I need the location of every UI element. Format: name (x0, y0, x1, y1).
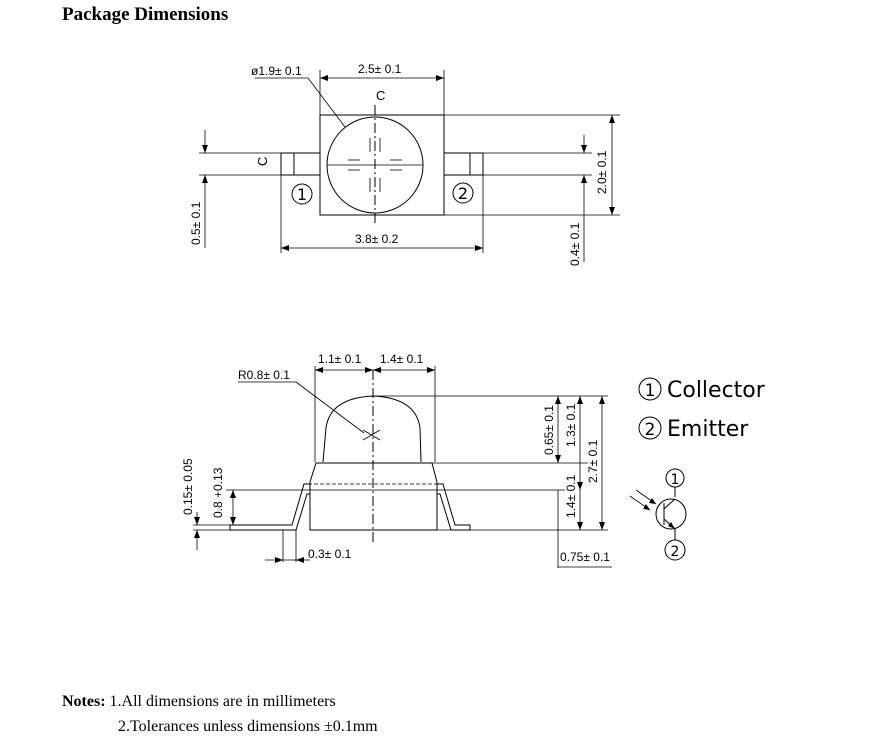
dome-height-dim: 0.65± 0.1 (542, 405, 556, 455)
total-height-dim: 2.7± 0.1 (586, 439, 600, 483)
page-title: Package Dimensions (62, 4, 229, 25)
note-line-2: 2.Tolerances unless dimensions ±0.1mm (118, 718, 378, 735)
legend-collector-label: Collector (667, 378, 766, 403)
diameter-dim: ø1.9± 0.1 (251, 64, 302, 78)
lead-offset-dim: 0.4± 0.1 (568, 222, 582, 266)
note-line-1: 1.All dimensions are in millimeters (105, 693, 336, 710)
lead-foot-dim: 0.3± 0.1 (308, 547, 352, 561)
lead-width-dim: 0.5± 0.1 (189, 201, 203, 245)
pin1-number: 1 (297, 185, 307, 204)
side-view: R0.8± 0.1 1.1± 0.1 1.4± 0.1 0.65± 0.1 1.… (181, 352, 612, 568)
lead-thickness-dim: 0.15± 0.05 (181, 458, 195, 515)
overall-length-dim: 3.8± 0.2 (355, 232, 399, 246)
pin-legend: 1 Collector 2 Emitter (638, 377, 766, 442)
radius-dim: R0.8± 0.1 (238, 368, 290, 382)
centerline-mark-side: C (255, 157, 270, 166)
pin2-number: 2 (458, 184, 468, 203)
lower-height-dim: 1.4± 0.1 (564, 474, 578, 518)
foot-length-dim: 0.75± 0.1 (560, 550, 610, 564)
upper-height-dim: 1.3± 0.1 (564, 403, 578, 447)
body-height-dim: 2.0± 0.1 (595, 150, 609, 194)
phototransistor-symbol: 1 2 (629, 468, 687, 561)
right-half-dim: 1.4± 0.1 (380, 352, 424, 366)
symbol-pin1-number: 1 (671, 472, 680, 488)
package-drawing: 1 2 ø1.9± 0.1 2.5± 0.1 C C 3.8± 0.2 0.5±… (181, 62, 766, 568)
centerline-mark: C (376, 88, 385, 103)
body-width-dim: 2.5± 0.1 (358, 62, 402, 76)
notes-label: Notes: (62, 693, 106, 710)
legend-pin2-number: 2 (645, 420, 656, 440)
legend-emitter-label: Emitter (667, 417, 749, 442)
left-half-dim: 1.1± 0.1 (318, 352, 362, 366)
notes-section: Notes: 1.All dimensions are in millimete… (62, 689, 378, 739)
legend-pin1-number: 1 (645, 381, 656, 401)
standoff-dim: 0.8 +0.13 (211, 467, 225, 518)
symbol-pin2-number: 2 (671, 544, 680, 560)
top-view: 1 2 ø1.9± 0.1 2.5± 0.1 C C 3.8± 0.2 0.5±… (189, 62, 620, 266)
